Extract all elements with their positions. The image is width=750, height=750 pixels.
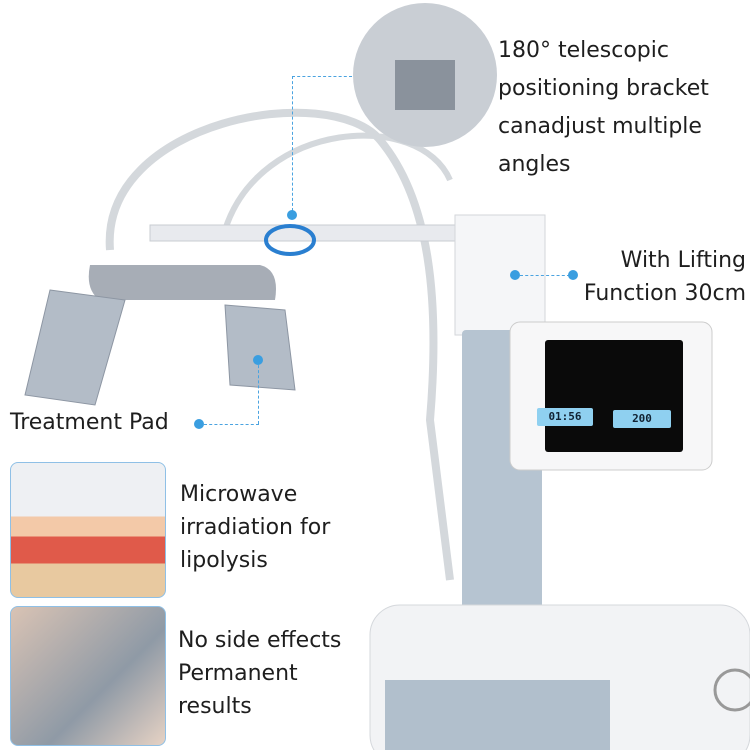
power-control[interactable]: 200 xyxy=(613,410,671,428)
pad-dot-2 xyxy=(253,355,263,365)
timer-control[interactable]: 01:56 xyxy=(537,408,593,426)
bracket-leader-v xyxy=(292,76,293,211)
feature-safety: No side effects Permanent results xyxy=(178,628,342,719)
treatment-pad-callout: Treatment Pad xyxy=(10,410,169,435)
bracket-leader xyxy=(292,76,352,77)
feature-lipolysis: Microwave irradiation for lipolysis xyxy=(180,482,331,573)
lifting-dot xyxy=(510,270,520,280)
treatment-photo xyxy=(10,606,166,746)
lifting-leader xyxy=(520,275,570,276)
bracket-callout: 180° telescopic positioning bracket cana… xyxy=(498,38,709,177)
lifting-dot-2 xyxy=(568,270,578,280)
lipolysis-image xyxy=(10,462,166,598)
pad-leader-v xyxy=(258,360,259,424)
touch-screen[interactable]: 01:56 200 xyxy=(537,340,683,452)
lifting-callout: With Lifting Function 30cm xyxy=(583,248,746,306)
pad-leader xyxy=(204,424,259,425)
pad-dot xyxy=(194,419,204,429)
bracket-dot xyxy=(287,210,297,220)
